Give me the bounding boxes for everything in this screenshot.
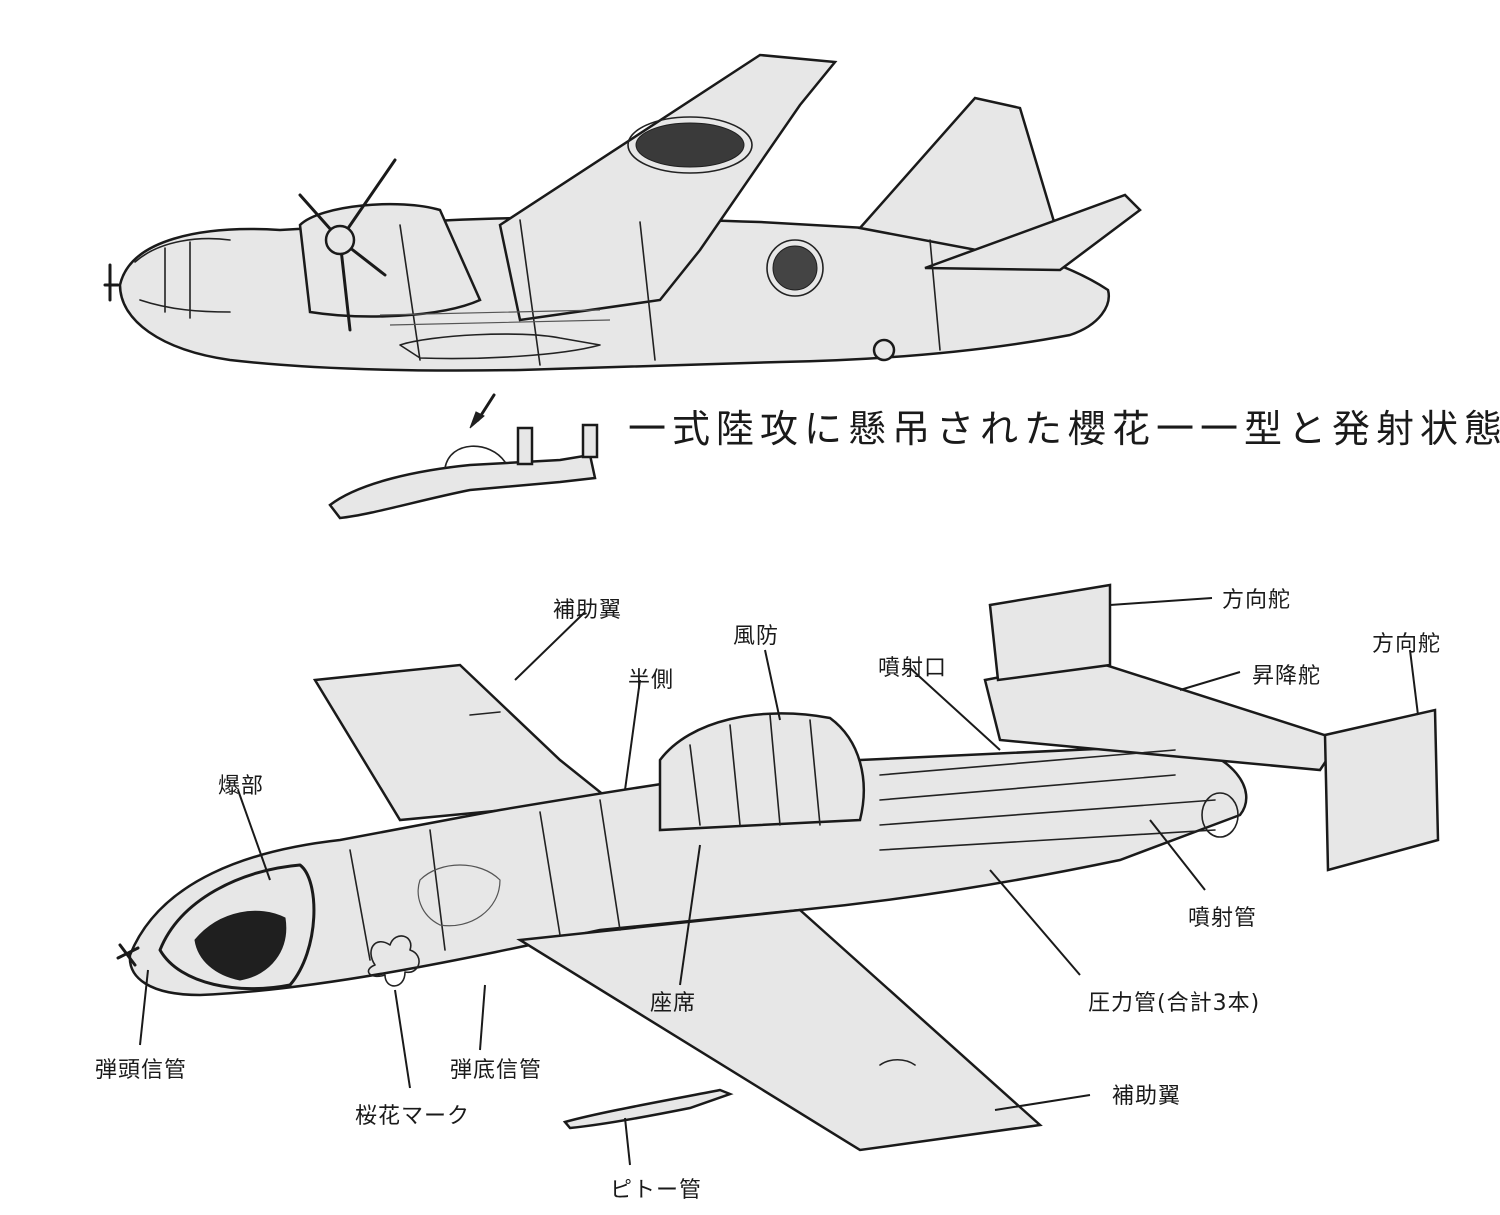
mother-bomber-sketch [103, 53, 1142, 372]
label-canopy: 風防 [733, 624, 780, 649]
label-exhaust-tube: 噴射管 [1188, 906, 1258, 931]
released-ohka-sketch [328, 423, 599, 520]
label-aileron: 補助翼 [553, 598, 623, 623]
label-wing-edge: 半側 [628, 668, 675, 693]
label-tail-rudder: 方向舵 [1372, 632, 1442, 657]
label-nozzle: 噴射口 [878, 656, 948, 681]
label-warhead: 爆部 [218, 774, 265, 799]
ohka-cutaway [116, 583, 1440, 1152]
label-cherry-mark: 桜花マーク [355, 1104, 471, 1129]
leader-lines [139, 597, 1419, 1166]
label-seat: 座席 [650, 991, 697, 1016]
label-elevator: 昇降舵 [1252, 664, 1322, 689]
label-flap: 補助翼 [1112, 1084, 1182, 1109]
label-base-fuse: 弾底信管 [450, 1058, 543, 1083]
label-fuse: 弾頭信管 [95, 1058, 188, 1083]
label-pressure-tube: 圧力管(合計3本) [1088, 991, 1261, 1016]
label-pitot: ピトー管 [610, 1178, 703, 1203]
figure-caption: 一式陸攻に懸吊された櫻花一一型と発射状態 [628, 407, 1500, 451]
label-rudder: 方向舵 [1222, 588, 1292, 613]
